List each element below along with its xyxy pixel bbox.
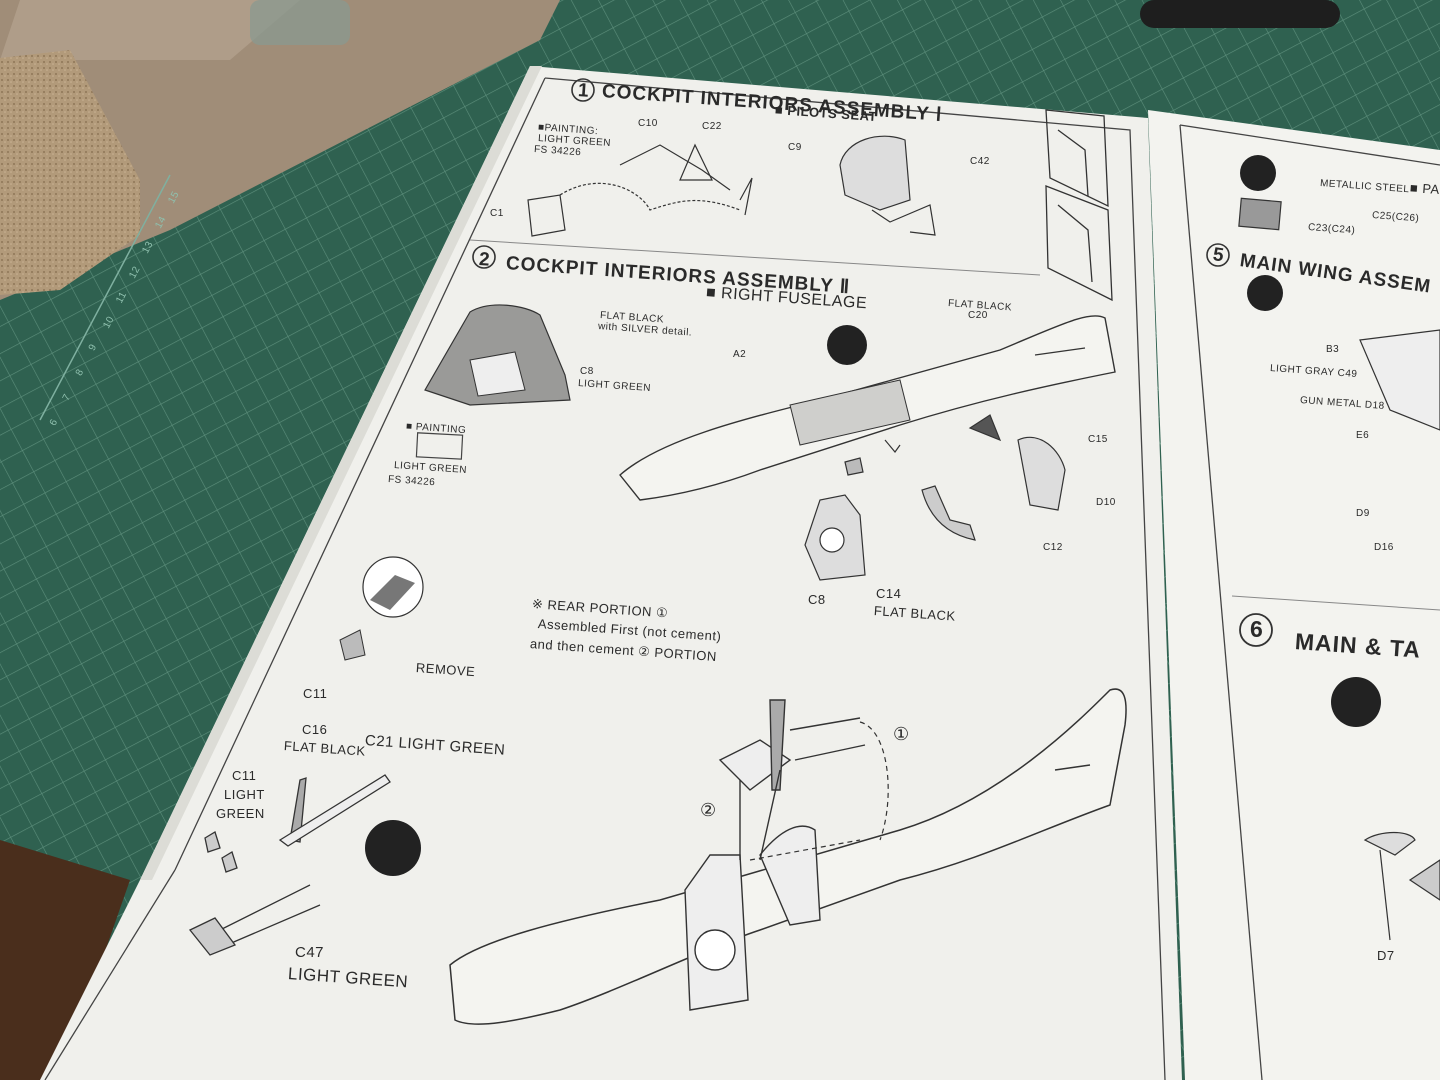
right-page-parts <box>1238 197 1440 941</box>
part-c15: C15 <box>1088 434 1108 445</box>
part-a2: A2 <box>733 349 747 360</box>
part-c10: C10 <box>638 118 658 129</box>
seat-parts <box>527 135 936 237</box>
part-c11-color-2: GREEN <box>216 806 265 821</box>
step1-number: 1 <box>577 80 591 102</box>
part-d16: D16 <box>1374 542 1394 553</box>
lower-rods <box>188 774 391 956</box>
part-c8: C8 <box>580 366 594 377</box>
mat-ruler <box>39 174 171 421</box>
instruction-sheet-left <box>40 66 1182 1080</box>
part-c20: C20 <box>968 310 988 321</box>
part-c16: C16 <box>302 722 328 737</box>
part-c12: C12 <box>1043 542 1063 553</box>
step6-number: 6 <box>1250 616 1264 642</box>
wood-floor <box>0 840 130 1080</box>
glass-jar <box>250 0 350 45</box>
dark-object <box>1140 0 1340 28</box>
part-c11-lower: C11 <box>232 768 257 783</box>
part-b3: B3 <box>1326 344 1340 355</box>
inset-panels <box>1045 109 1113 302</box>
step2-number: 2 <box>478 249 492 271</box>
part-d9: D9 <box>1356 508 1370 519</box>
part-e6: E6 <box>1356 430 1370 441</box>
part-c47: C47 <box>295 944 325 961</box>
part-c9: C9 <box>788 142 802 153</box>
left-fuselage-large <box>449 688 1127 1025</box>
part-c42: C42 <box>970 156 990 167</box>
part-c8-lower: C8 <box>808 592 826 607</box>
part-d10: D10 <box>1096 497 1116 508</box>
paint-icons <box>365 78 1381 876</box>
part-c14: C14 <box>876 586 902 601</box>
cork-block <box>0 50 140 295</box>
painting-swatch <box>415 432 464 460</box>
part-c22: C22 <box>702 121 722 132</box>
part-d7: D7 <box>1377 948 1395 963</box>
cockpit-frames <box>684 699 866 1011</box>
painting-partial: ■ PA <box>1409 180 1440 198</box>
cockpit-small-parts <box>804 414 1066 581</box>
marker-1: ① <box>893 724 910 744</box>
part-c11-color-1: LIGHT <box>224 787 265 802</box>
marker-2: ② <box>700 800 717 820</box>
part-c11: C11 <box>303 686 328 701</box>
part-c1: C1 <box>490 208 504 219</box>
